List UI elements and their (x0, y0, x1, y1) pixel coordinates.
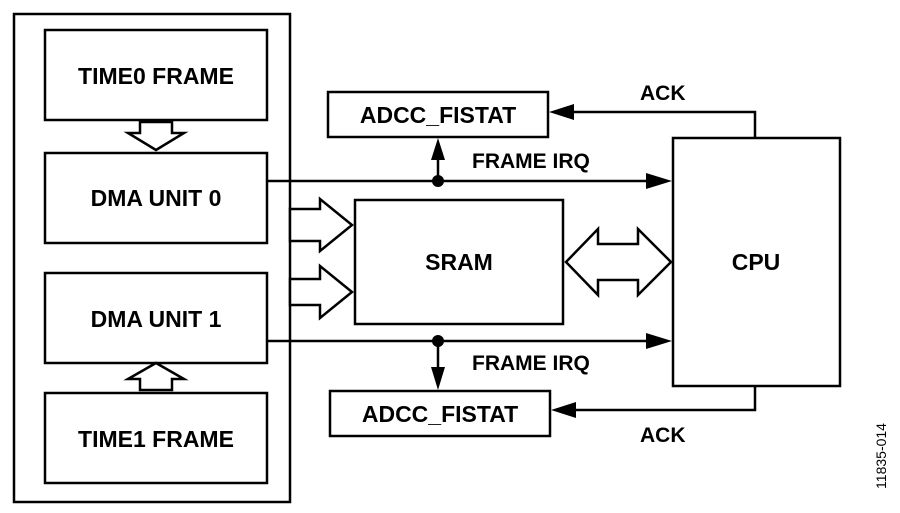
dma-unit-1-label: DMA UNIT 1 (91, 306, 222, 332)
frame-irq-top-label: FRAME IRQ (472, 150, 590, 173)
frame-irq-top-to-fistat-arrowhead (431, 138, 445, 160)
adcc-fistat-bottom-label: ADCC_FISTAT (362, 401, 518, 427)
dma-unit-0-block: DMA UNIT 0 (43, 151, 269, 245)
time1-frame-block: TIME1 FRAME (43, 391, 269, 485)
time1-to-dma1-arrow (123, 361, 189, 392)
adcc-fistat-top-label: ADCC_FISTAT (360, 102, 516, 128)
ack-bottom-label: ACK (640, 424, 686, 447)
sram-label: SRAM (425, 249, 493, 275)
outer-container (12, 12, 292, 504)
cpu-label: CPU (732, 249, 781, 275)
time1-frame-label: TIME1 FRAME (78, 426, 234, 452)
frame-irq-bottom-connection (267, 333, 672, 390)
dma-unit-0-label: DMA UNIT 0 (91, 185, 222, 211)
sram-cpu-bidirectional-arrow (564, 225, 673, 299)
time0-frame-label: TIME0 FRAME (78, 63, 234, 89)
frame-irq-top-connection (267, 138, 672, 189)
time0-frame-block: TIME0 FRAME (43, 28, 269, 122)
ack-top-label: ACK (640, 82, 686, 105)
time0-to-dma0-arrow (123, 120, 189, 152)
cpu-block: CPU (671, 136, 842, 388)
figure-id: 11835-014 (873, 423, 889, 489)
dma-to-sram-arrow-upper (288, 196, 354, 254)
ack-bottom-connection (551, 386, 757, 418)
ack-top-connection (549, 104, 757, 138)
dma-unit-1-block: DMA UNIT 1 (43, 271, 269, 365)
adcc-fistat-top-block: ADCC_FISTAT (326, 90, 550, 139)
sram-block: SRAM (353, 198, 565, 326)
frame-irq-bottom-to-fistat-arrowhead (431, 367, 445, 390)
dma-to-sram-arrow-lower (288, 263, 354, 321)
frame-irq-bottom-label: FRAME IRQ (472, 352, 590, 375)
adcc-fistat-bottom-block: ADCC_FISTAT (328, 389, 552, 438)
